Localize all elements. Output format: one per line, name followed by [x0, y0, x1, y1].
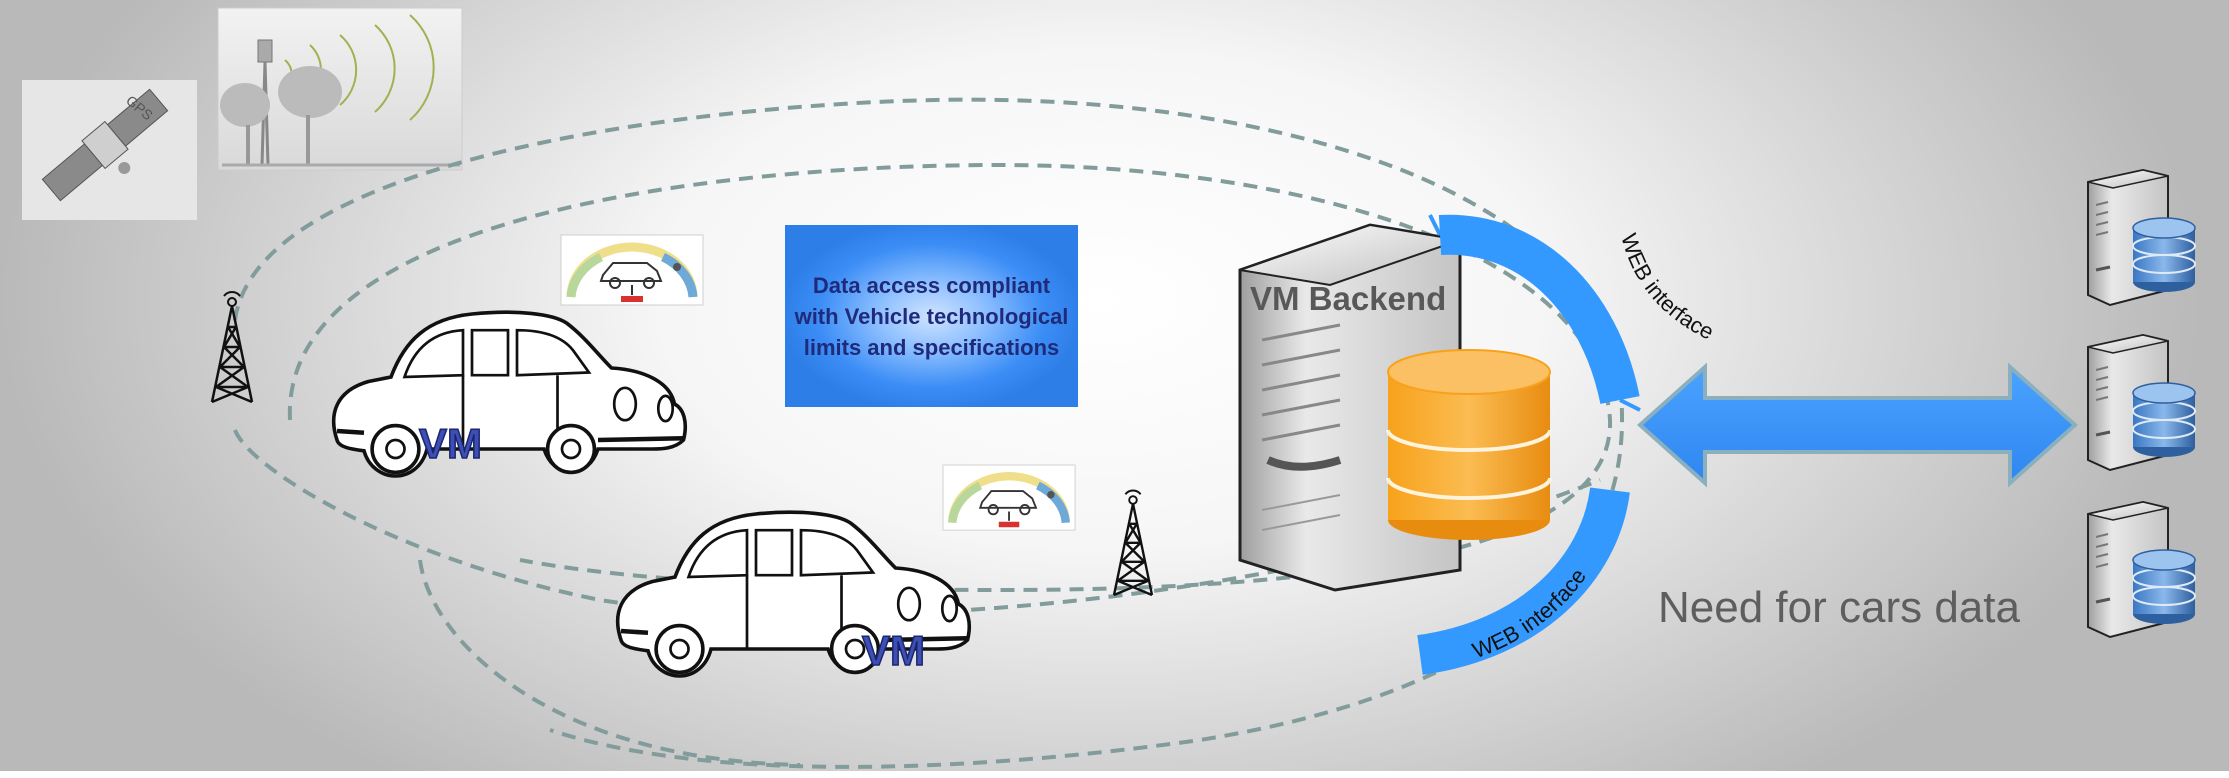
satellite-icon: GPS — [22, 80, 197, 220]
bottom-band — [0, 771, 2229, 778]
data-access-bubble: Data access compliant with Vehicle techn… — [785, 225, 1078, 407]
dashboard-gauge-icon-upper — [561, 235, 703, 305]
backend-label: VM Backend — [1250, 280, 1446, 317]
dashboard-gauge-icon-lower — [943, 465, 1075, 530]
data-access-text: Data access compliant with Vehicle techn… — [794, 272, 1069, 360]
double-arrow-icon — [1636, 362, 2079, 488]
car-icon-upper — [334, 312, 686, 476]
server-database-icon-3 — [2086, 500, 2197, 639]
car-badge-lower: VM — [862, 627, 925, 674]
need-for-cars-data-label: Need for cars data — [1658, 583, 2020, 632]
radio-tower-icon-left — [210, 290, 254, 404]
database-icon — [1386, 349, 1552, 540]
server-database-icon-2 — [2086, 333, 2197, 472]
radio-tower-icon-middle — [1112, 489, 1154, 597]
server-database-icon-1 — [2086, 168, 2197, 307]
web-interface-label-bottom: WEB interface — [1469, 564, 1591, 663]
web-interface-label-top: WEB interface — [1616, 231, 1718, 345]
car-badge-upper: VM — [419, 420, 482, 467]
radio-tower-photo-icon — [217, 7, 463, 171]
